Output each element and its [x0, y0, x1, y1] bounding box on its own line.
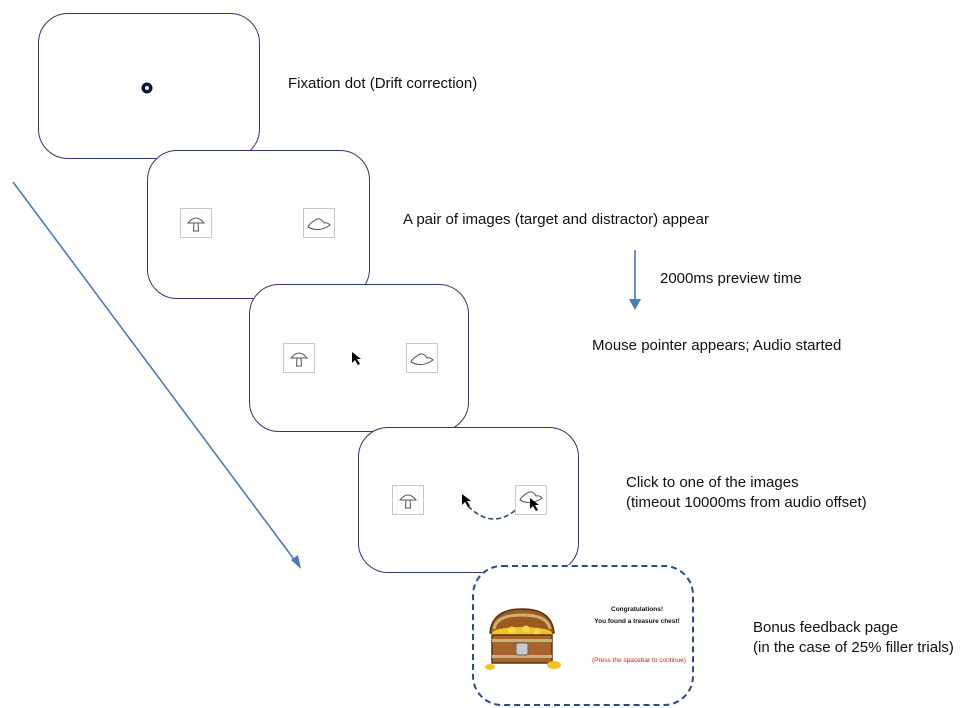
image-pair-label: A pair of images (target and distractor)…: [403, 211, 709, 228]
bonus-label-line2: (in the case of 25% filler trials): [753, 639, 954, 656]
fixation-label: Fixation dot (Drift correction): [288, 75, 478, 92]
mouse-pointer-icon: [352, 352, 361, 365]
target-image: [180, 208, 212, 238]
mouse-pointer-icon: [462, 494, 471, 507]
target-image: [283, 343, 315, 373]
hat-icon: [410, 353, 434, 366]
hat-icon: [519, 491, 543, 504]
click-screen: [358, 427, 579, 573]
treasure-chest-icon: [485, 608, 561, 670]
image-pair-screen: [147, 150, 370, 299]
preview-time-label: 2000ms preview time: [660, 270, 802, 287]
fixation-dot-icon: [141, 82, 153, 94]
mouse-pointer-icon: [530, 498, 539, 511]
feedback-title: Congratulations!: [611, 606, 663, 613]
distractor-image: [406, 343, 438, 373]
feedback-instruction: (Press the spacebar to continue): [592, 657, 686, 664]
bonus-label-line1: Bonus feedback page: [753, 619, 899, 636]
hat-icon: [307, 218, 331, 231]
preview-arrow: [629, 250, 641, 310]
pointer-screen: [249, 284, 469, 432]
pointer-label: Mouse pointer appears; Audio started: [592, 337, 842, 354]
mushroom-icon: [398, 494, 418, 509]
distractor-image: [515, 485, 547, 515]
mushroom-icon: [289, 352, 309, 367]
mushroom-icon: [186, 217, 206, 232]
target-image: [392, 485, 424, 515]
feedback-subtitle: You found a treasure chest!: [594, 618, 680, 625]
bonus-feedback-screen: Congratulations! You found a treasure ch…: [472, 565, 694, 706]
click-label-line2: (timeout 10000ms from audio offset): [626, 494, 867, 511]
click-label-line1: Click to one of the images: [626, 474, 799, 491]
distractor-image: [303, 208, 335, 238]
fixation-screen: [38, 13, 260, 159]
